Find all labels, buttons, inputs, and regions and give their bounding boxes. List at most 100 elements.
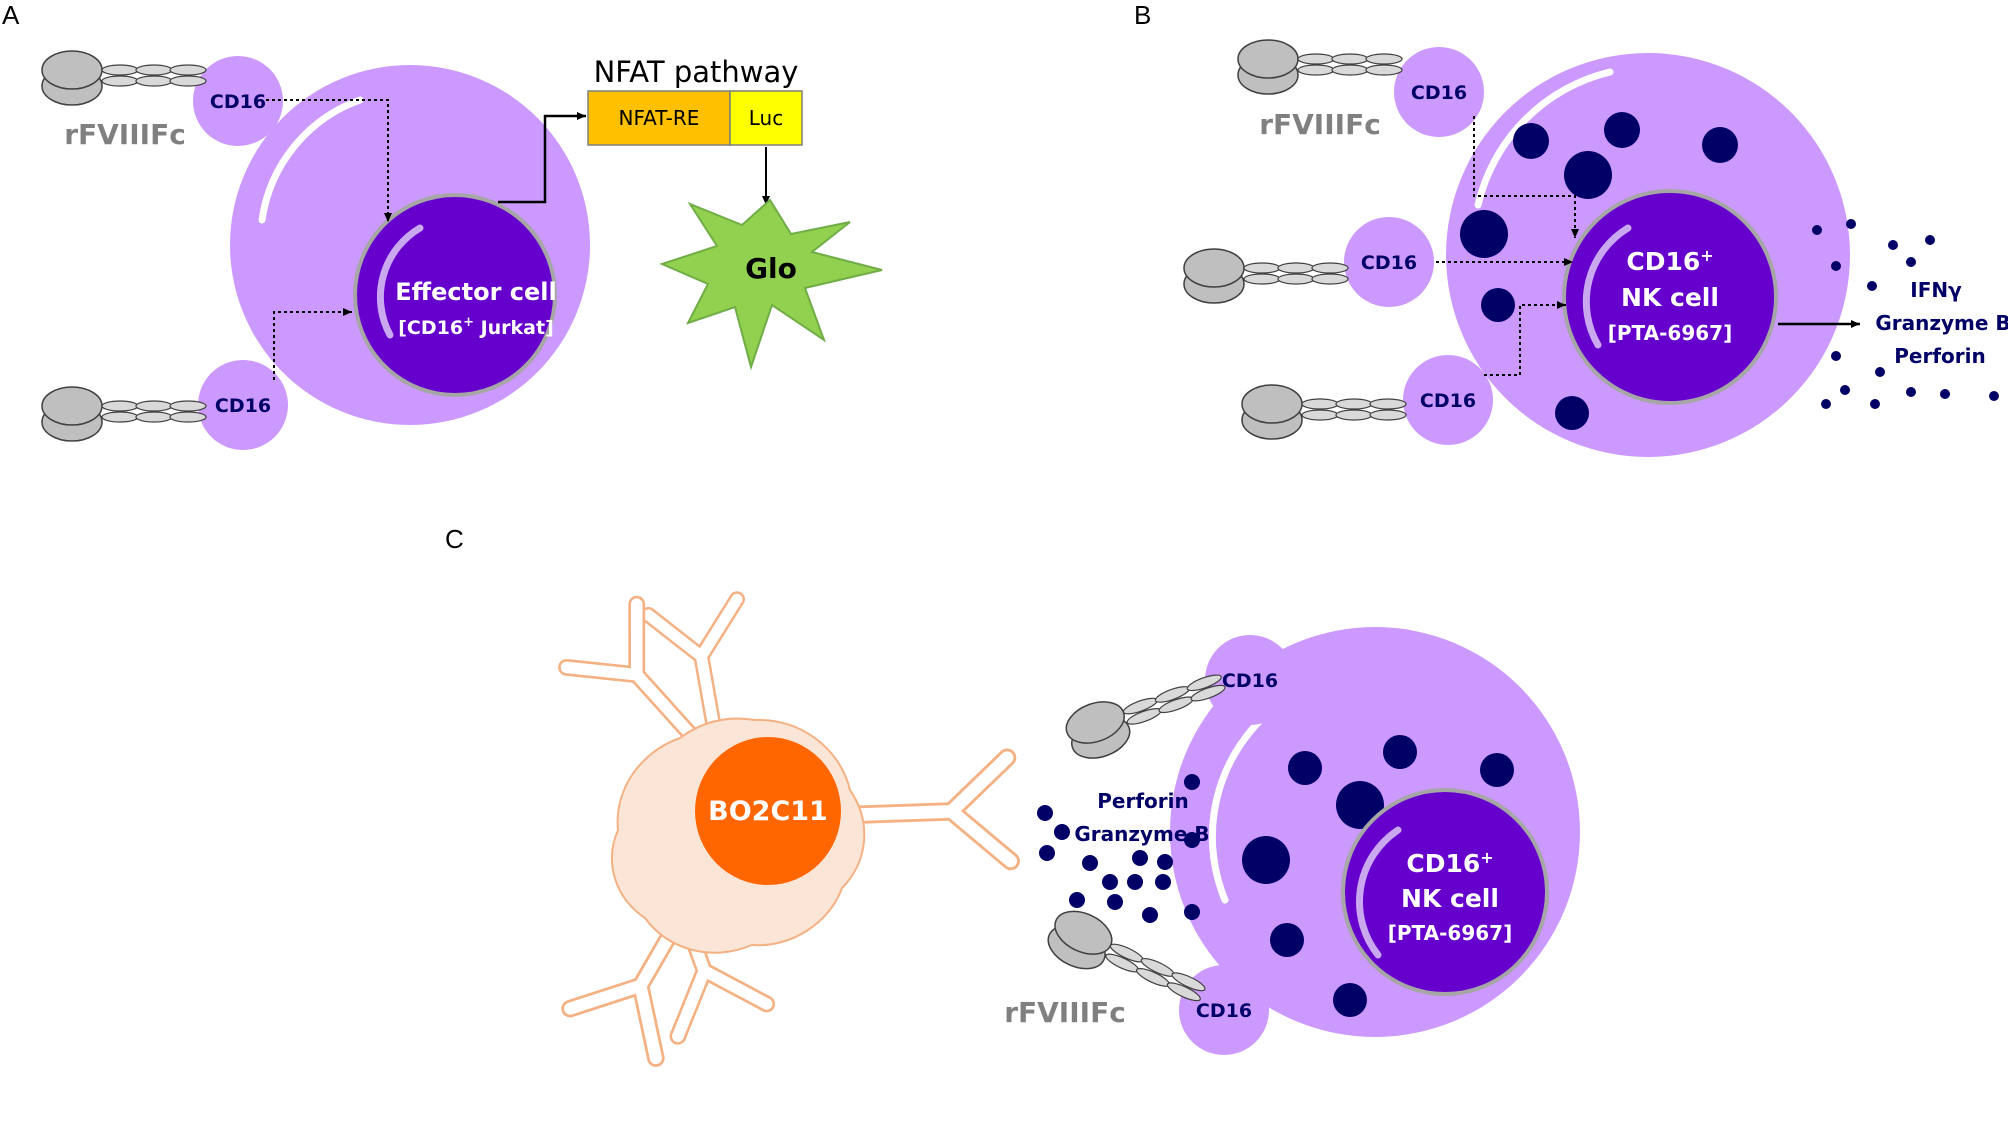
cd16-label-c-top: CD16 [1222,670,1278,692]
molecule-dot [1831,351,1841,361]
molecule-dot [1812,225,1822,235]
granule [1481,288,1515,322]
molecule-dot [1184,832,1200,848]
release-granzyme-label: Granzyme B [1875,311,2008,335]
granule [1480,753,1514,787]
cd16-receptor-b3 [1403,355,1493,445]
release-perforin-label-c: Perforin [1097,789,1188,813]
nk-cell-line2-c: NK cell [1401,884,1499,913]
effector-cell-title: Effector cell [395,278,556,306]
molecule-dot [1054,824,1070,840]
nfat-re-label: NFAT-RE [619,106,700,130]
molecule-dot [1906,257,1916,267]
panel-a-letter: A [2,0,20,30]
panel-b-letter: B [1134,0,1151,30]
granule [1460,210,1508,258]
nfat-pathway-title: NFAT pathway [594,55,799,89]
molecule-dot [1888,240,1898,250]
cd16-label-bottom: CD16 [215,395,271,417]
molecule-dot [1155,874,1171,890]
released-molecules-b [1812,219,1999,409]
luc-label: Luc [749,106,783,130]
rfviiifc-label-b: rFVIIIFc [1259,108,1381,141]
molecule-dot [1157,854,1173,870]
bo2c11-nucleus [695,737,841,885]
molecule-dot [1906,387,1916,397]
molecule-dot [1069,892,1085,908]
panel-a: A Effector cell [CD16+ Jurkat] CD16 CD16… [2,0,883,450]
cd16-receptor-top [193,56,283,146]
molecule-dot [1940,389,1950,399]
granule [1333,983,1367,1017]
effector-cell-subtitle: [CD16+ Jurkat] [398,315,554,339]
granule [1702,127,1738,163]
signal-arrow-top [266,99,392,222]
cell-highlight-b [1474,68,1614,209]
cd16-receptor-b1 [1394,47,1484,137]
glo-label: Glo [745,252,797,285]
cd16-label-top: CD16 [210,91,266,113]
granule [1383,735,1417,769]
molecule-dot [1082,855,1098,871]
molecule-dot [1821,399,1831,409]
glo-signal-burst [659,198,883,371]
nucleus-highlight [376,224,424,339]
rfviiifc-ligand-b2 [1183,248,1349,304]
molecule-dot [1127,874,1143,890]
panel-c-letter: C [445,524,464,554]
nk-cell-line2-b: NK cell [1621,283,1719,312]
molecule-dot [1840,385,1850,395]
cd16-receptor-bottom [198,360,288,450]
signal-arrow-b3 [1484,301,1566,376]
nk-cell-line1-b: CD16+ [1626,246,1713,276]
cd16-label-b2: CD16 [1361,252,1417,274]
nucleus-highlight-b [1582,224,1632,349]
granule [1555,396,1589,430]
nk-cell-line3-b: [PTA-6967] [1608,321,1732,345]
rfviiifc-label-c: rFVIIIFc [1004,996,1126,1029]
release-perforin-label: Perforin [1894,344,1985,368]
nucleus-highlight-c [1356,826,1402,959]
molecule-dot [1989,391,1999,401]
rfviiifc-ligand-b1 [1237,39,1403,95]
bo2c11-label: BO2C11 [708,796,828,827]
cd16-receptor-c-top [1205,635,1295,725]
nfat-re-box [587,90,731,146]
nk-nucleus-c [1341,788,1549,996]
effector-nucleus [353,193,557,397]
panel-b: B CD16+ NK cell [PTA-6967] CD16 CD16 CD1… [1134,0,2008,457]
granules-c [1242,735,1514,1017]
granule [1336,781,1384,829]
granule [1242,836,1290,884]
luc-box [729,90,803,146]
molecule-dot [1184,904,1200,920]
molecule-dot [1870,399,1880,409]
molecule-dot [1875,367,1885,377]
molecule-dot [1846,219,1856,229]
cd16-label-b3: CD16 [1420,390,1476,412]
rfviiifc-label: rFVIIIFc [64,118,186,151]
nfat-activation-arrow [498,112,586,204]
nk-cell-line1-c: CD16+ [1406,848,1493,878]
rfviiifc-ligand-b3 [1241,384,1407,440]
molecule-dot [1102,874,1118,890]
molecule-dot [1867,281,1877,291]
granule [1288,751,1322,785]
molecule-dot [1142,907,1158,923]
granules-b [1460,112,1738,430]
nk-cell-line3-c: [PTA-6967] [1388,921,1512,945]
molecule-dot [1037,805,1053,821]
cell-highlight [258,96,364,224]
granule [1564,151,1612,199]
molecule-dot [1184,774,1200,790]
granule [1604,112,1640,148]
rfviiifc-ligand-top [41,50,207,106]
signal-arrow-bottom [273,308,352,380]
cd16-receptor-b2 [1344,217,1434,307]
panel-c: C BO2C11 CD16+ NK cell [PTA-6967 [445,524,1580,1058]
release-ifng-label: IFNγ [1910,278,1962,302]
release-granzyme-label-c: Granzyme B [1074,822,1209,846]
molecule-dot [1107,894,1123,910]
rfviiifc-ligand-bottom [41,386,207,442]
